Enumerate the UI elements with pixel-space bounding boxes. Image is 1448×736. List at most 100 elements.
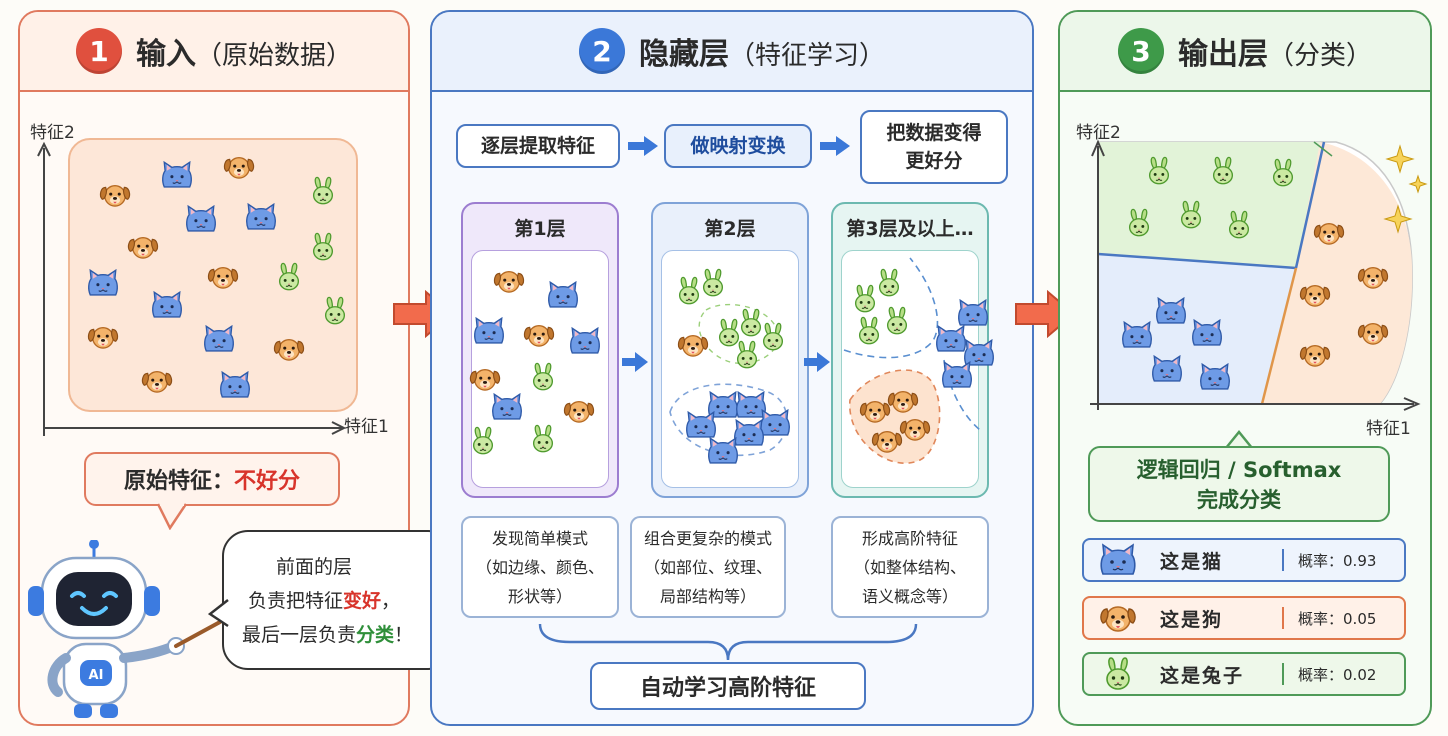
speech-tail <box>208 599 229 628</box>
dog-face-icon <box>1356 318 1390 348</box>
dog-face-icon <box>1312 218 1346 248</box>
cat-face-icon <box>86 268 120 298</box>
cat-face-icon <box>1190 318 1224 348</box>
dog-face-icon <box>898 414 932 444</box>
flow-step-extract: 逐层提取特征 <box>456 124 620 168</box>
dog-face-icon <box>522 320 556 350</box>
rabbit-face-icon <box>306 232 340 262</box>
rabbit-face-icon <box>306 176 340 206</box>
dog-face-icon <box>886 386 920 416</box>
dog-face-icon <box>562 396 596 426</box>
rabbit-face-icon <box>880 306 914 336</box>
result-probability: 概率：0.93 <box>1298 551 1377 570</box>
dog-face-icon <box>1356 262 1390 292</box>
panel-title: 输出层（分类） <box>1177 37 1372 72</box>
rabbit-face-icon <box>526 362 560 392</box>
result-label: 这是兔子 <box>1160 664 1245 687</box>
cat-face-icon <box>706 436 740 466</box>
result-label: 这是猫 <box>1160 550 1224 573</box>
speech-line: 负责把特征变好， <box>248 590 401 612</box>
input-axes <box>37 141 347 436</box>
robot-speech-bubble: 前面的层 负责把特征变好， 最后一层负责分类！ <box>222 530 454 670</box>
rabbit-face-icon <box>1142 156 1176 186</box>
robot-badge: AI <box>89 668 104 683</box>
layer-title: 第1层 <box>514 218 566 240</box>
rabbit-face-icon <box>730 340 764 370</box>
rabbit-face-icon <box>1206 156 1240 186</box>
rabbit-face-icon <box>1266 158 1300 188</box>
cat-face-icon <box>472 316 506 346</box>
cat-face-icon <box>1150 354 1184 384</box>
rabbit-face-icon <box>466 426 500 456</box>
step-number-badge: 2 <box>578 28 625 74</box>
rabbit-face-icon <box>1222 210 1256 240</box>
dog-face-icon <box>222 152 256 182</box>
dog-face-icon <box>1098 601 1138 635</box>
speech-line: 前面的层 <box>276 556 353 578</box>
cat-face-icon <box>546 280 580 310</box>
rabbit-face-icon <box>1122 208 1156 238</box>
cat-face-icon <box>184 204 218 234</box>
cat-face-icon <box>1154 296 1188 326</box>
cat-face-icon <box>160 160 194 190</box>
dog-face-icon <box>1298 280 1332 310</box>
layer-1-description: 发现简单模式（如边缘、颜色、形状等） <box>461 516 619 618</box>
cat-face-icon <box>1198 362 1232 392</box>
result-probability: 概率：0.02 <box>1298 665 1377 684</box>
input-panel-header: 1 输入（原始数据） <box>20 12 408 92</box>
dog-face-icon <box>126 232 160 262</box>
rabbit-face-icon <box>696 268 730 298</box>
dog-face-icon <box>468 364 502 394</box>
cat-face-icon <box>244 202 278 232</box>
layer-title: 第3层及以上… <box>846 218 974 240</box>
output-panel-header: 3 输出层（分类） <box>1060 12 1430 92</box>
rabbit-face-icon <box>872 268 906 298</box>
arrow-right-icon <box>628 136 658 156</box>
layer-2-description: 组合更复杂的模式（如部位、纹理、局部结构等） <box>630 516 786 618</box>
dog-face-icon <box>272 334 306 364</box>
step-number-badge: 1 <box>75 28 122 74</box>
step-number-badge: 3 <box>1117 28 1164 74</box>
dog-face-icon <box>140 366 174 396</box>
result-probability: 概率：0.05 <box>1298 609 1377 628</box>
classifier-pointer <box>1225 430 1253 449</box>
rabbit-face-icon <box>526 424 560 454</box>
cat-face-icon <box>202 324 236 354</box>
cat-face-icon <box>940 360 974 390</box>
x-axis-label: 特征1 <box>1366 419 1411 439</box>
layer-3-description: 形成高阶特征（如整体结构、语义概念等） <box>831 516 989 618</box>
panel-title: 输入（原始数据） <box>135 37 352 72</box>
dog-face-icon <box>1298 340 1332 370</box>
dog-face-icon <box>98 180 132 210</box>
callout-tail <box>156 502 188 530</box>
cat-face-icon <box>1120 320 1154 350</box>
summary-bracket <box>538 623 918 661</box>
cat-face-icon <box>568 326 602 356</box>
dog-face-icon <box>492 266 526 296</box>
rabbit-face-icon <box>1174 200 1208 230</box>
cat-face-icon <box>1098 543 1138 577</box>
dog-face-icon <box>676 330 710 360</box>
cat-face-icon <box>490 392 524 422</box>
robot-icon: AI <box>28 540 222 718</box>
raw-feature-callout: 原始特征：不好分 <box>84 452 340 506</box>
result-row-rabbit: 这是兔子 概率：0.02 <box>1082 652 1406 696</box>
result-label: 这是狗 <box>1160 608 1224 631</box>
arrow-right-icon <box>622 352 648 372</box>
y-axis-label: 特征2 <box>30 123 75 143</box>
cat-face-icon <box>218 370 252 400</box>
result-row-dog: 这是狗 概率：0.05 <box>1082 596 1406 640</box>
x-axis-label: 特征1 <box>344 417 389 437</box>
sparkle-icon <box>1383 144 1428 234</box>
dog-face-icon <box>86 322 120 352</box>
rabbit-face-icon <box>1098 657 1138 691</box>
hidden-panel-header: 2 隐藏层（特征学习） <box>432 12 1032 92</box>
flow-step-separable: 把数据变得更好分 <box>860 110 1008 184</box>
cat-face-icon <box>150 290 184 320</box>
layer-title: 第2层 <box>704 218 756 240</box>
dog-face-icon <box>206 262 240 292</box>
result-row-cat: 这是猫 概率：0.93 <box>1082 538 1406 582</box>
arrow-right-icon <box>820 136 850 156</box>
speech-line: 最后一层负责分类！ <box>242 624 414 646</box>
panel-title: 隐藏层（特征学习） <box>638 37 885 72</box>
